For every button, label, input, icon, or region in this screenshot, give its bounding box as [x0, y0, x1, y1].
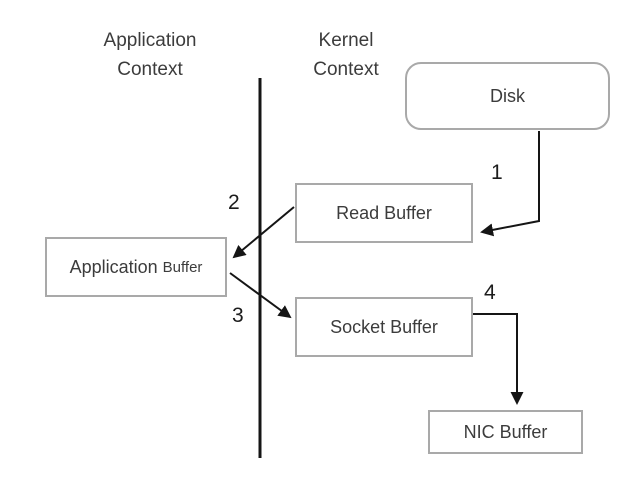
application-buffer-node: Application Buffer	[45, 237, 227, 297]
nic-buffer-label: NIC Buffer	[463, 421, 548, 442]
arrow-4-socket-buffer-to-nic-buffer	[473, 313, 524, 405]
disk-label: Disk	[490, 85, 525, 106]
nic-buffer-node: NIC Buffer	[428, 410, 583, 454]
socket-buffer-label: Socket Buffer	[330, 316, 438, 337]
step-1-label: 1	[491, 161, 503, 184]
application-buffer-label-main: Application	[69, 256, 158, 277]
kernel-context-header: Kernel Context	[285, 26, 407, 85]
application-buffer-label-sub: Buffer	[162, 258, 203, 276]
read-buffer-label: Read Buffer	[336, 202, 432, 223]
read-buffer-node: Read Buffer	[295, 183, 473, 243]
application-context-header: Application Context	[62, 26, 238, 85]
arrow-2-read-buffer-to-application-buffer	[232, 206, 295, 259]
kernel-context-line1: Kernel	[318, 30, 374, 51]
step-4-label: 4	[484, 281, 496, 304]
socket-buffer-node: Socket Buffer	[295, 297, 473, 357]
kernel-context-line2: Context	[313, 59, 379, 81]
application-context-line2: Context	[117, 59, 183, 81]
step-2-label: 2	[228, 191, 240, 214]
step-3-label: 3	[232, 304, 244, 327]
disk-node: Disk	[405, 62, 610, 130]
application-context-line1: Application	[103, 30, 197, 51]
